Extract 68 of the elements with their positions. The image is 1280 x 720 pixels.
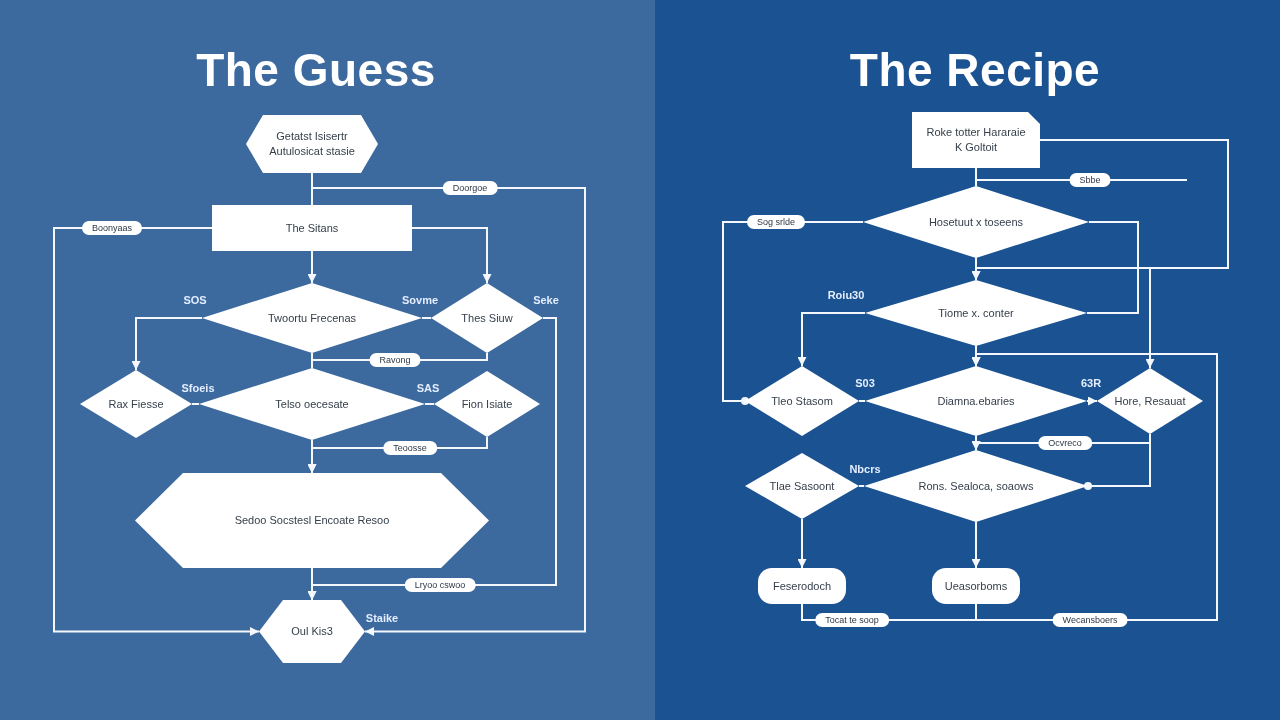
branch-label: SAS bbox=[416, 382, 440, 396]
edge-label: Wecansboers bbox=[1052, 613, 1128, 627]
edge-label: Boonyaas bbox=[82, 221, 142, 235]
arrow bbox=[411, 227, 492, 284]
process-box bbox=[212, 205, 412, 251]
branch-label: Sfoeis bbox=[181, 382, 215, 396]
branch-label: S03 bbox=[855, 377, 875, 391]
arrow bbox=[131, 317, 203, 371]
hexagon-step bbox=[246, 115, 378, 173]
node-text: Roke totter Hararaie K Goltoit bbox=[926, 125, 1026, 155]
branch-label: 63R bbox=[1080, 377, 1102, 391]
node-text: The Sitans bbox=[285, 220, 339, 236]
arrow bbox=[307, 250, 317, 284]
node-text: Sedoo Socstesl Encoate Resoo bbox=[234, 513, 390, 528]
rounded-terminal bbox=[932, 568, 1020, 604]
rounded-terminal bbox=[758, 568, 846, 604]
node-text: Hosetuut x toseens bbox=[928, 214, 1024, 230]
arrow bbox=[971, 521, 981, 569]
edge-label: Teoosse bbox=[383, 441, 437, 455]
arrow bbox=[1086, 396, 1098, 406]
edge-label: Doorgoe bbox=[442, 181, 498, 195]
decision-diamond bbox=[865, 280, 1087, 346]
node-text: Diamna.ebaries bbox=[937, 393, 1015, 409]
arrow bbox=[797, 518, 807, 569]
node-text: Ueasorboms bbox=[944, 578, 1008, 594]
connector-line bbox=[1084, 433, 1151, 490]
branch-label: Nbcrs bbox=[849, 463, 881, 477]
node-text: Telso oecesate bbox=[275, 396, 349, 412]
node-text: Tleo Stasom bbox=[771, 393, 833, 409]
edge-label: Ravong bbox=[369, 353, 421, 367]
arrow bbox=[971, 353, 1218, 621]
branch-label: Staike bbox=[365, 612, 399, 626]
branch-label: SOS bbox=[183, 294, 207, 308]
node-text: Oul Kis3 bbox=[291, 624, 333, 639]
arrow bbox=[53, 227, 260, 636]
decision-diamond bbox=[863, 186, 1089, 258]
panel-heading: The Guess bbox=[196, 47, 436, 93]
branch-label: Sovme bbox=[401, 294, 439, 308]
node-text: Fion Isiate bbox=[461, 396, 513, 412]
node-text: Tiome x. conter bbox=[938, 305, 1014, 321]
document-shape bbox=[912, 112, 1040, 168]
branch-label: Roiu30 bbox=[827, 289, 865, 303]
node-text: Thes Siuw bbox=[461, 310, 513, 326]
arrow bbox=[971, 257, 981, 281]
node-text: Getatst Isisertr Autulosicat stasie bbox=[268, 129, 356, 159]
hexagon-step bbox=[259, 600, 365, 663]
edge-label: Tocat te soop bbox=[815, 613, 889, 627]
node-text: Tlae Sasoont bbox=[769, 478, 835, 494]
connector-line bbox=[858, 400, 866, 402]
connector-line bbox=[191, 403, 200, 405]
arrow bbox=[307, 567, 317, 601]
connector-line bbox=[424, 403, 435, 405]
node-text: Rons. Sealoca, soaows bbox=[918, 478, 1034, 494]
edge-label: Sog srlde bbox=[747, 215, 805, 229]
edge-label: Sbbe bbox=[1069, 173, 1111, 187]
node-text: Feserodoch bbox=[772, 578, 832, 594]
node-text: Rax Fiesse bbox=[108, 396, 164, 412]
hexagon-step bbox=[135, 473, 489, 568]
arrow bbox=[797, 312, 866, 367]
connector-line bbox=[858, 485, 865, 487]
comparison-panel bbox=[0, 0, 655, 720]
branch-label: Seke bbox=[533, 294, 559, 308]
edge-label: Lryoo cswoo bbox=[404, 578, 476, 592]
edge-label: Ocvreco bbox=[1038, 436, 1092, 450]
node-text: Hore, Resauat bbox=[1114, 393, 1186, 409]
connector-line bbox=[1086, 221, 1139, 314]
connector-line bbox=[421, 317, 432, 319]
node-text: Twoortu Frecenas bbox=[267, 310, 356, 326]
